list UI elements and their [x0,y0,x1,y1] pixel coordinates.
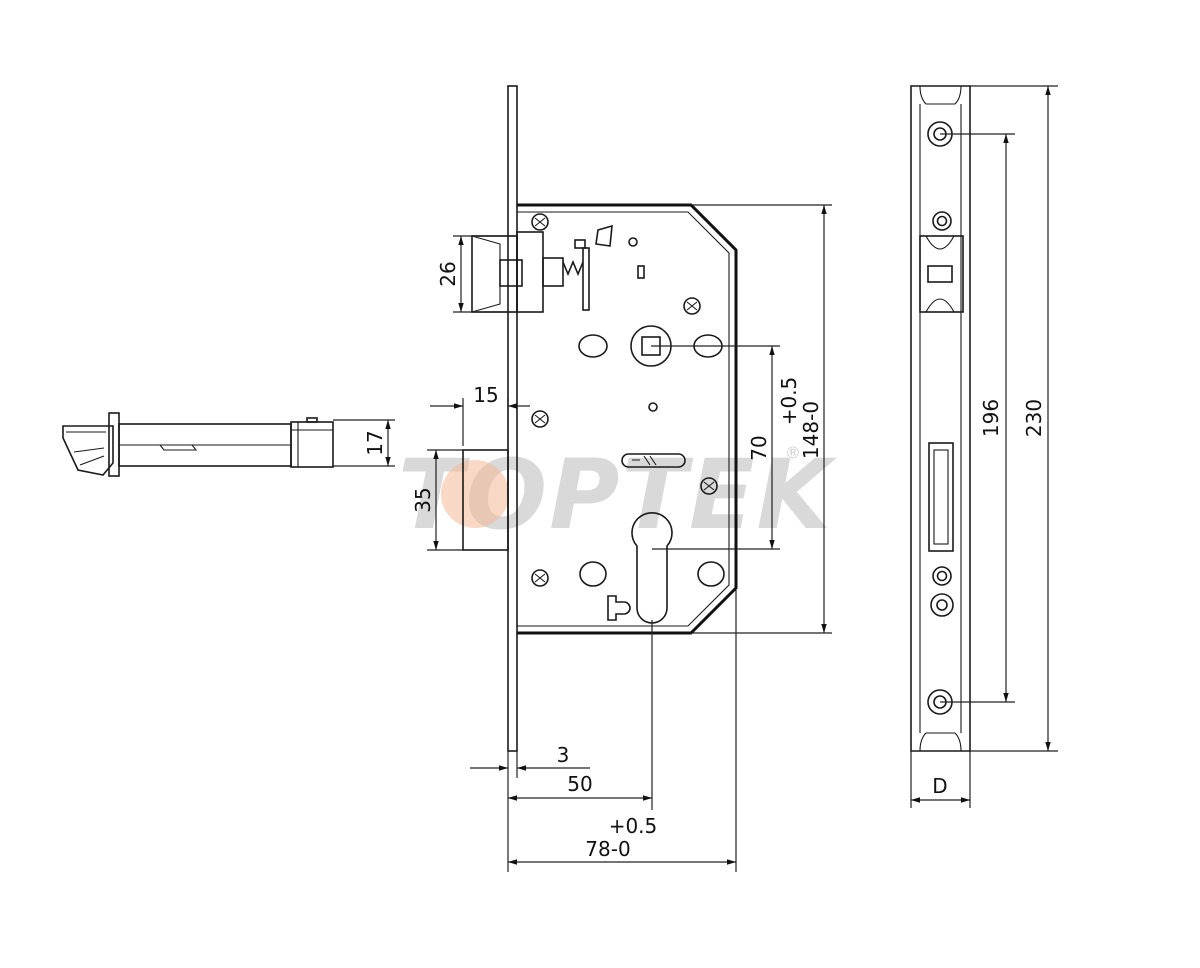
dimension-bolt-thickness: 17 [333,419,395,467]
dim-label-faceplate-thickness: 3 [557,743,570,767]
lock-catch [607,595,631,621]
dim-label-case-depth-tolerance: +0.5 [609,814,658,838]
lock-body-front-view [462,85,738,752]
center-pin [648,402,658,412]
dimension-faceplate-length: 230 [970,85,1058,752]
registered-trademark-mark: ® [785,443,801,462]
dim-label-deadbolt-height: 35 [411,487,435,512]
dimension-faceplate-width: D [910,751,971,808]
dimension-deadbolt-height: 35 [411,449,463,551]
dimension-deadbolt-projection: 15 [430,383,530,446]
dim-label-deadbolt-projection: 15 [473,383,498,407]
deadbolt-opening [928,442,954,552]
dimension-screw-spacing: 196 [940,133,1015,703]
dim-label-latch-height: 26 [436,261,460,286]
dim-label-case-depth: 78-0 [585,837,630,861]
dimension-case-height: +0.5 148-0 [693,204,832,634]
dim-label-faceplate-length: 230 [1022,399,1046,437]
bolt-side-view [62,412,334,477]
dim-label-center-distance: 70 [747,435,771,460]
dim-label-backset: 50 [567,772,592,796]
latch-bolt [471,231,590,313]
mounting-slot-lower-right [697,561,725,587]
indicator-slot [621,453,686,468]
dim-label-bolt-thickness: 17 [363,430,387,455]
euro-cylinder-cutout [631,512,673,624]
dimension-latch-height: 26 [436,235,517,313]
screw-top-left [531,213,549,231]
screw-mid-right [700,477,718,495]
dimension-case-depth: +0.5 78-0 [507,590,737,872]
faceplate-edge [507,85,518,752]
screw-mid-left [531,410,549,428]
dim-label-case-height-tolerance: +0.5 [777,377,801,426]
brand-logo-circle [441,460,509,528]
dim-label-screw-spacing: 196 [979,399,1003,437]
dimension-faceplate-thickness: 3 [470,743,590,778]
screw-bottom-left [531,569,549,587]
faceplate-fixing-screw-lower [932,566,952,586]
faceplate-front-view [910,85,971,752]
lever-part [595,224,613,247]
deadbolt [462,449,509,551]
stop-block [637,265,645,279]
screw-upper-right [683,297,701,315]
faceplate-hole-lower [930,593,954,617]
dimension-backset: 50 [507,620,653,810]
mounting-slot-upper-left [578,334,608,358]
dim-label-faceplate-width: D [932,774,947,798]
dim-label-case-height: 148-0 [799,401,823,459]
mounting-slot-lower-left [579,561,607,587]
faceplate-fixing-screw-upper [932,211,952,231]
dimension-center-distance: 70 [651,345,780,550]
brand-watermark: TOPTEK ® [398,439,836,551]
latch-opening [919,235,964,313]
pivot-pin [628,237,638,247]
